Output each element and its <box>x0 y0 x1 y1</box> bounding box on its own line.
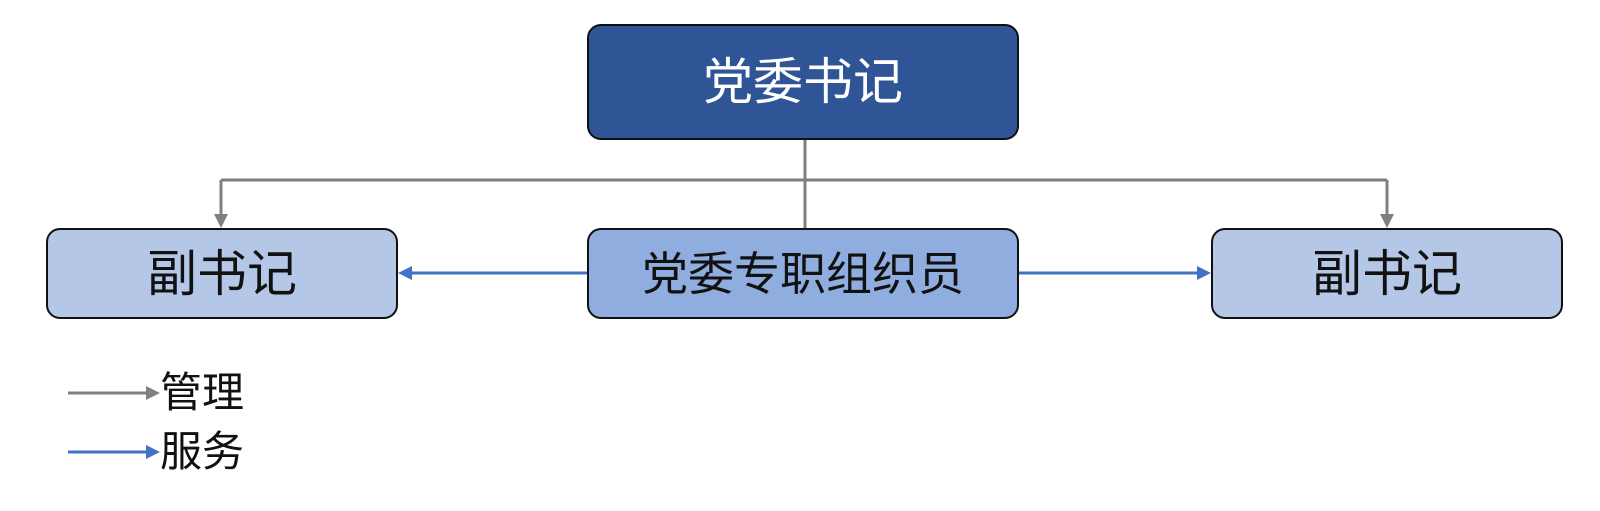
legend-manage: 管理 <box>68 372 244 414</box>
full-time-organizer-box: 党委专职组织员 <box>587 228 1019 319</box>
deputy-secretary-right-label: 副书记 <box>1312 244 1462 303</box>
manage-right-arrowhead <box>1380 214 1394 228</box>
manage-connectors <box>214 140 1394 228</box>
deputy-secretary-left-label: 副书记 <box>147 244 297 303</box>
manage-left-arrowhead <box>214 214 228 228</box>
full-time-organizer-label: 党委专职组织员 <box>642 246 964 301</box>
legend-serve-label: 服务 <box>160 427 245 476</box>
party-secretary-box: 党委书记 <box>587 24 1019 140</box>
deputy-secretary-left-box: 副书记 <box>46 228 398 319</box>
manage-arrow-icon <box>68 386 160 400</box>
party-secretary-label: 党委书记 <box>703 53 903 111</box>
legend-manage-label: 管理 <box>160 368 245 417</box>
serve-left-arrowhead <box>398 266 412 280</box>
legend-serve: 服务 <box>68 431 244 473</box>
deputy-secretary-right-box: 副书记 <box>1211 228 1563 319</box>
serve-arrow-icon <box>68 445 160 459</box>
serve-connectors <box>398 266 1211 280</box>
serve-right-arrowhead <box>1197 266 1211 280</box>
